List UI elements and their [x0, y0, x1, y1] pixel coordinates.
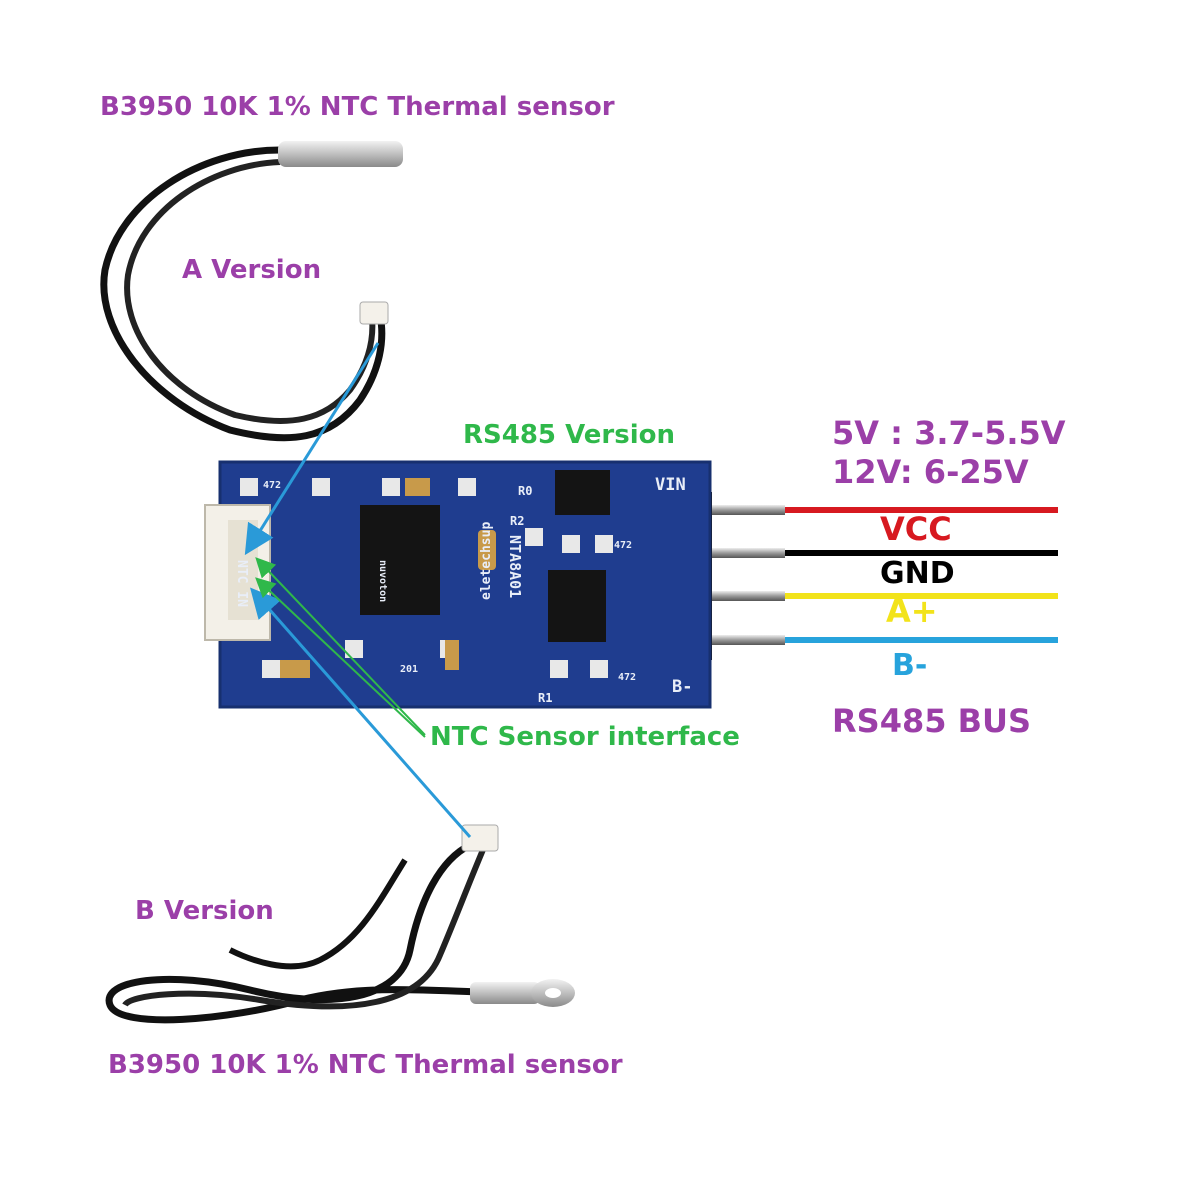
silkscreen-text: NTA8A01 — [506, 535, 524, 598]
ntc-interface-label: NTC Sensor interface — [430, 722, 740, 752]
sensor-a-cable — [100, 141, 403, 442]
a-version-label: A Version — [182, 255, 322, 285]
arrow-a-version — [244, 342, 380, 556]
transceiver-chip — [548, 570, 606, 642]
pin-b-minus-label: B- — [892, 648, 928, 683]
regulator — [555, 470, 610, 515]
silkscreen-text: B- — [672, 677, 692, 697]
arrow-b-version — [250, 587, 472, 838]
pin-vcc-label: VCC — [880, 510, 952, 548]
sensor-a-probe — [278, 141, 403, 167]
sensor-b-title: B3950 10K 1% NTC Thermal sensor — [108, 1050, 623, 1080]
silkscreen-text: nuvoton — [377, 560, 388, 602]
silkscreen-text: 472 — [618, 672, 636, 683]
arrow-ntc-1 — [255, 557, 426, 736]
capacitor-tantalum — [478, 530, 496, 570]
b-version-label: B Version — [135, 896, 274, 926]
sensor-a-connector — [359, 301, 389, 325]
bus-wires — [780, 507, 1058, 643]
silkscreen-text: R1 — [538, 691, 552, 705]
pin-gnd-label: GND — [880, 556, 955, 591]
callout-arrows — [244, 342, 472, 838]
silkscreen-text: 472 — [614, 540, 632, 551]
rs485-version-label: RS485 Version — [463, 420, 675, 450]
silkscreen-text: NTC IN — [234, 560, 249, 607]
pin-a-plus-label: A+ — [886, 592, 938, 630]
sensor-a-title: B3950 10K 1% NTC Thermal sensor — [100, 92, 615, 122]
silkscreen-text: eletechsup — [479, 522, 494, 600]
sensor-b-probe — [470, 982, 540, 1004]
arrow-ntc-2 — [255, 577, 426, 738]
silkscreen-text: R0 — [518, 484, 532, 498]
sensor-b-cable — [105, 824, 575, 1024]
mcu-chip — [360, 505, 440, 615]
power-12v-label: 12V: 6-25V — [832, 453, 1029, 491]
silkscreen-text: 201 — [400, 664, 418, 675]
silkscreen-text: 472 — [263, 480, 281, 491]
rs485-bus-label: RS485 BUS — [832, 702, 1032, 740]
pcb-board: NTC IN NTA8A01 eletechsup VIN B- R0 R2 R… — [204, 460, 712, 709]
power-5v-label: 5V : 3.7-5.5V — [832, 414, 1066, 452]
sensor-b-connector — [461, 824, 499, 852]
silkscreen-text: R2 — [510, 514, 524, 528]
silkscreen-text: VIN — [655, 475, 686, 495]
